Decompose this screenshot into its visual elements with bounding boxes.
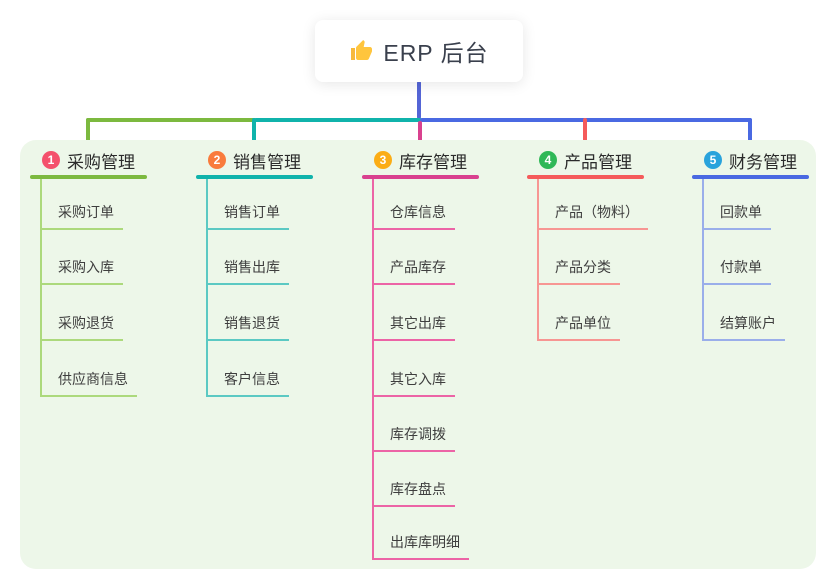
node-supplier-info[interactable]: 供应商信息 — [40, 369, 137, 397]
node-payment-order[interactable]: 付款单 — [702, 257, 771, 285]
drop-line-finance — [748, 118, 752, 146]
badge-4: 4 — [539, 151, 557, 169]
branch-vertical-line — [206, 179, 208, 397]
node-sales-order[interactable]: 销售订单 — [206, 202, 289, 230]
node-other-outbound[interactable]: 其它出库 — [372, 313, 455, 341]
root-node-label: ERP 后台 — [383, 40, 489, 66]
branches-panel — [20, 140, 816, 569]
branch-label: 销售管理 — [233, 152, 301, 172]
branch-sales-management: 2 销售管理 销售订单 销售出库 销售退货 客户信息 — [196, 0, 313, 588]
branch-label: 库存管理 — [399, 152, 467, 172]
branch-inventory-management: 3 库存管理 仓库信息 产品库存 其它出库 其它入库 库存调拨 库存盘点 出库库… — [362, 0, 479, 588]
node-product-unit[interactable]: 产品单位 — [537, 313, 620, 341]
node-product-material[interactable]: 产品（物料） — [537, 202, 648, 230]
node-sales-return[interactable]: 销售退货 — [206, 313, 289, 341]
node-purchase-inbound[interactable]: 采购入库 — [40, 257, 123, 285]
branch-vertical-line — [40, 179, 42, 397]
branch-label: 产品管理 — [564, 152, 632, 172]
root-connector-line — [417, 81, 421, 119]
branch-vertical-line — [537, 179, 539, 341]
branch-underline — [196, 175, 313, 179]
node-sales-outbound[interactable]: 销售出库 — [206, 257, 289, 285]
thumbs-up-icon — [351, 40, 373, 60]
node-stock-transfer[interactable]: 库存调拨 — [372, 424, 455, 452]
node-other-inbound[interactable]: 其它入库 — [372, 369, 455, 397]
node-warehouse-info[interactable]: 仓库信息 — [372, 202, 455, 230]
node-product-stock[interactable]: 产品库存 — [372, 257, 455, 285]
drop-line-purchase — [86, 118, 90, 146]
branch-vertical-line — [372, 179, 374, 560]
connector-segment-sales — [254, 118, 422, 122]
drop-line-product — [583, 118, 587, 146]
branch-label: 采购管理 — [67, 152, 135, 172]
node-inventory-management[interactable]: 3 库存管理 — [362, 148, 479, 172]
node-stock-taking[interactable]: 库存盘点 — [372, 479, 455, 507]
branch-label: 财务管理 — [729, 152, 797, 172]
badge-2: 2 — [208, 151, 226, 169]
drop-line-sales — [252, 118, 256, 146]
badge-5: 5 — [704, 151, 722, 169]
node-sales-management[interactable]: 2 销售管理 — [196, 148, 313, 172]
node-settlement-account[interactable]: 结算账户 — [702, 313, 785, 341]
branch-underline — [30, 175, 147, 179]
node-product-category[interactable]: 产品分类 — [537, 257, 620, 285]
badge-3: 3 — [374, 151, 392, 169]
node-purchase-management[interactable]: 1 采购管理 — [30, 148, 147, 172]
node-product-management[interactable]: 4 产品管理 — [527, 148, 644, 172]
branch-underline — [527, 175, 644, 179]
node-outbound-detail[interactable]: 出库库明细 — [372, 532, 469, 560]
node-purchase-order[interactable]: 采购订单 — [40, 202, 123, 230]
badge-1: 1 — [42, 151, 60, 169]
connector-segment-purchase — [86, 118, 256, 122]
node-finance-management[interactable]: 5 财务管理 — [692, 148, 809, 172]
drop-line-inventory — [418, 121, 422, 146]
branch-underline — [692, 175, 809, 179]
node-customer-info[interactable]: 客户信息 — [206, 369, 289, 397]
branch-vertical-line — [702, 179, 704, 341]
branch-purchase-management: 1 采购管理 采购订单 采购入库 采购退货 供应商信息 — [30, 0, 147, 588]
branch-product-management: 4 产品管理 产品（物料） 产品分类 产品单位 — [527, 0, 648, 588]
node-receipt-order[interactable]: 回款单 — [702, 202, 771, 230]
root-node-erp[interactable]: ERP 后台 — [315, 20, 523, 82]
node-purchase-return[interactable]: 采购退货 — [40, 313, 123, 341]
branch-underline — [362, 175, 479, 179]
branch-finance-management: 5 财务管理 回款单 付款单 结算账户 — [692, 0, 809, 588]
